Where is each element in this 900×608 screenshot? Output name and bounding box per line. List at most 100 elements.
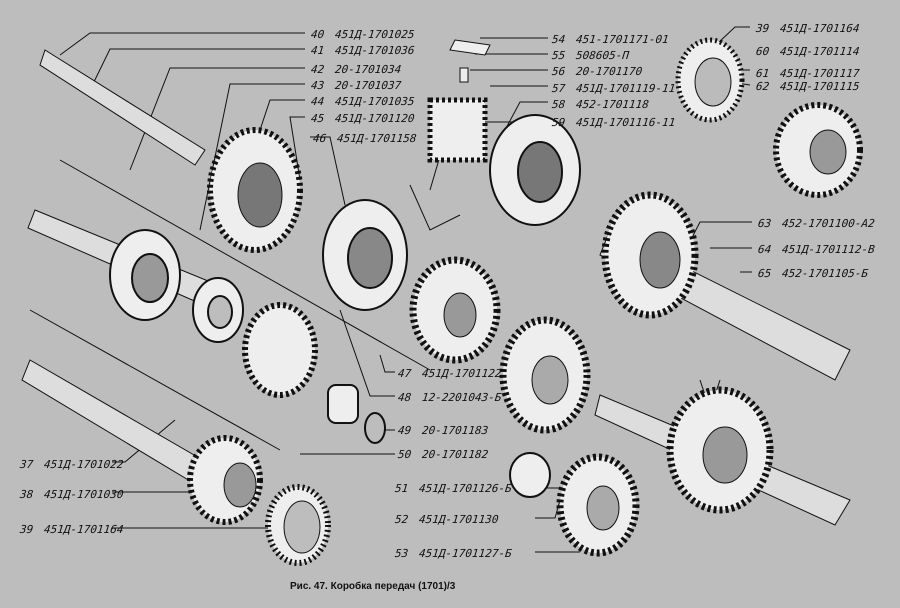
part-label-52: 52 451Д-1701130 xyxy=(394,513,500,526)
part-label-57: 57 451Д-1701119-11 xyxy=(551,82,677,95)
part-number: 54 xyxy=(551,33,566,46)
part-code: 20-1701170 xyxy=(575,65,643,78)
part-number: 39 xyxy=(19,523,34,536)
part-code: 451Д-1701158 xyxy=(336,132,418,145)
part-label-62: 62 451Д-1701115 xyxy=(755,80,861,93)
plate-54 xyxy=(449,39,491,56)
part-number: 56 xyxy=(551,65,566,78)
part-label-61: 61 451Д-1701117 xyxy=(755,67,861,80)
part-label-45: 45 451Д-1701120 xyxy=(310,112,416,125)
part-code: 12-2201043-Б xyxy=(421,391,503,404)
part-number: 63 xyxy=(757,217,772,230)
gear-51 xyxy=(509,452,551,498)
part-number: 45 xyxy=(310,112,325,125)
part-label-44: 44 451Д-1701035 xyxy=(310,95,416,108)
part-code: 451Д-1701116-11 xyxy=(575,116,677,129)
part-code: 451Д-1701126-Б xyxy=(418,482,513,495)
part-number: 62 xyxy=(755,80,770,93)
input-shaft xyxy=(39,49,206,166)
group-dividers xyxy=(29,159,721,451)
figure-caption: Рис. 47. Коробка передач (1701)/3 xyxy=(290,581,456,592)
part-label-41: 41 451Д-1701036 xyxy=(310,44,416,57)
bearing-50 xyxy=(327,384,359,424)
gear-44 xyxy=(207,127,303,253)
part-code: 451Д-1701119-11 xyxy=(575,82,677,95)
part-label-65: 65 452-1701105-Б xyxy=(757,267,869,280)
part-label-58: 58 452-1701118 xyxy=(551,98,650,111)
part-code: 20-1701034 xyxy=(334,63,402,76)
part-label-50: 50 20-1701182 xyxy=(397,448,489,461)
ring-39 xyxy=(265,484,331,566)
part-number: 64 xyxy=(757,243,772,256)
part-number: 53 xyxy=(394,547,409,560)
part-code: 451Д-1701164 xyxy=(43,523,125,536)
part-number: 39 xyxy=(755,22,770,35)
part-code: 451Д-1701120 xyxy=(334,112,416,125)
part-number: 42 xyxy=(310,63,325,76)
part-number: 60 xyxy=(755,45,770,58)
part-code: 451Д-1701130 xyxy=(418,513,500,526)
bearing-43 xyxy=(109,229,181,321)
part-code: 451Д-1701117 xyxy=(779,67,861,80)
part-code: 451Д-1701025 xyxy=(334,28,416,41)
part-label-63: 63 452-1701100-А2 xyxy=(757,217,876,230)
gear-53 xyxy=(556,453,640,557)
part-label-42: 42 20-1701034 xyxy=(310,63,402,76)
part-number: 65 xyxy=(757,267,772,280)
part-label-46: 46 451Д-1701158 xyxy=(312,132,418,145)
part-number: 44 xyxy=(310,95,325,108)
part-label-56: 56 20-1701170 xyxy=(551,65,643,78)
snap-ring-49 xyxy=(364,412,386,444)
part-code: 452-1701100-А2 xyxy=(781,217,876,230)
gear-52 xyxy=(499,316,591,434)
part-label-59: 59 451Д-1701116-11 xyxy=(551,116,677,129)
part-code: 451Д-1701164 xyxy=(779,22,861,35)
part-code: 20-1701183 xyxy=(421,424,489,437)
part-number: 55 xyxy=(551,49,566,62)
gear-38 xyxy=(187,435,263,525)
part-label-64: 64 451Д-1701112-В xyxy=(757,243,876,256)
part-code: 508605-П xyxy=(575,49,630,62)
part-number: 46 xyxy=(312,132,327,145)
part-label-40: 40 451Д-1701025 xyxy=(310,28,416,41)
part-number: 57 xyxy=(551,82,566,95)
gear-46 xyxy=(322,199,408,311)
spring-56 xyxy=(459,67,469,83)
part-code: 451Д-1701035 xyxy=(334,95,416,108)
part-number: 41 xyxy=(310,44,325,57)
part-code: 451Д-1701036 xyxy=(334,44,416,57)
part-number: 51 xyxy=(394,482,409,495)
part-label-48: 48 12-2201043-Б xyxy=(397,391,503,404)
part-number: 58 xyxy=(551,98,566,111)
synchro-58 xyxy=(489,114,581,226)
part-number: 37 xyxy=(19,458,34,471)
part-number: 38 xyxy=(19,488,34,501)
part-number: 50 xyxy=(397,448,412,461)
part-code: 20-1701182 xyxy=(421,448,489,461)
part-label-53: 53 451Д-1701127-Б xyxy=(394,547,513,560)
gear-counter xyxy=(242,302,318,398)
part-number: 52 xyxy=(394,513,409,526)
part-code: 452-1701105-Б xyxy=(781,267,869,280)
part-number: 59 xyxy=(551,116,566,129)
part-code: 452-1701118 xyxy=(575,98,650,111)
part-code: 451Д-1701115 xyxy=(779,80,861,93)
part-number: 40 xyxy=(310,28,325,41)
part-label-39-bottom: 39 451Д-1701164 xyxy=(19,523,125,536)
part-code: 451Д-1701122 xyxy=(421,367,503,380)
gear-47 xyxy=(409,256,501,364)
part-number: 61 xyxy=(755,67,770,80)
gear-57 xyxy=(427,97,488,163)
part-code: 451Д-1701114 xyxy=(779,45,861,58)
part-code: 451Д-1701127-Б xyxy=(418,547,513,560)
part-code: 20-1701037 xyxy=(334,79,402,92)
part-code: 451Д-1701112-В xyxy=(781,243,876,256)
part-code: 451-1701171-01 xyxy=(575,33,670,46)
part-label-55: 55 508605-П xyxy=(551,49,630,62)
part-label-51: 51 451Д-1701126-Б xyxy=(394,482,513,495)
part-number: 48 xyxy=(397,391,412,404)
